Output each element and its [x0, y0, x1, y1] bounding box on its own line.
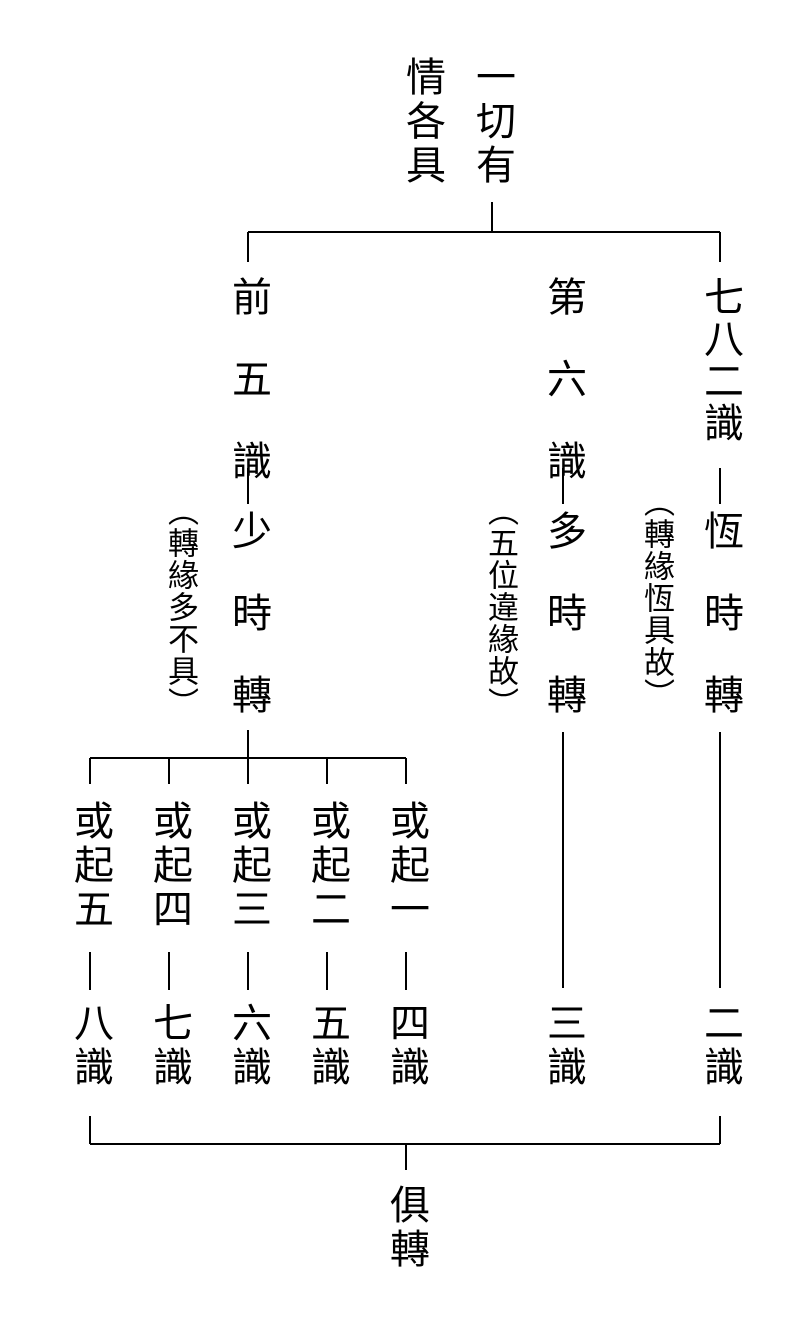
- sub-case-result: 四識: [383, 1002, 429, 1090]
- sub-case-rise: 或起五: [67, 800, 113, 932]
- bottom-conclusion: 俱轉: [383, 1184, 429, 1272]
- front-five-note: （轉緣多不具）: [162, 495, 198, 719]
- sixth-name: 第六識: [540, 276, 586, 522]
- seven-eight-note: （轉緣恆具故）: [638, 486, 674, 710]
- front-five-name: 前五識: [225, 276, 271, 522]
- sixth-rate: 多時轉: [540, 510, 586, 756]
- front-five-rate: 少時轉: [225, 510, 271, 756]
- seven-eight-name: 七八二識: [697, 276, 743, 444]
- sixth-result: 三識: [540, 1002, 586, 1090]
- seven-eight-result: 二識: [697, 1002, 743, 1090]
- root-text-col2: 情各具: [399, 56, 445, 188]
- sub-case-rise: 或起一: [383, 800, 429, 932]
- root-text-col1: 一切有: [469, 56, 515, 188]
- sixth-note: （五位違緣故）: [482, 495, 518, 719]
- sub-case-rise: 或起二: [304, 800, 350, 932]
- seven-eight-rate: 恆時轉: [697, 510, 743, 756]
- sub-case-result: 五識: [304, 1002, 350, 1090]
- sub-case-result: 六識: [225, 1002, 271, 1090]
- sub-case-rise: 或起三: [225, 800, 271, 932]
- sub-case-rise: 或起四: [146, 800, 192, 932]
- sub-case-result: 八識: [67, 1002, 113, 1090]
- sub-case-result: 七識: [146, 1002, 192, 1090]
